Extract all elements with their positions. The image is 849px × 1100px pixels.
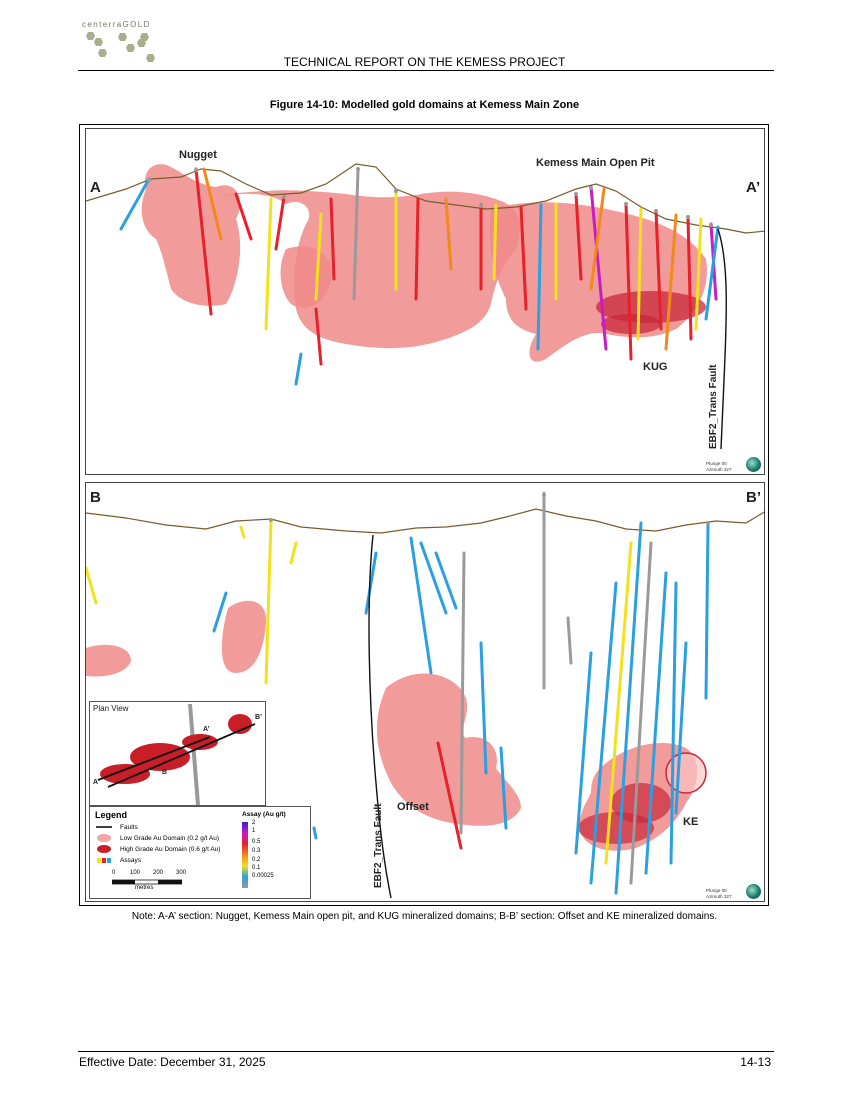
- section-a-graphic: [86, 163, 764, 450]
- plan-view-inset: Plan View A A’ B B’: [89, 701, 266, 806]
- report-header-title: TECHNICAL REPORT ON THE KEMESS PROJECT: [283, 55, 566, 69]
- legend-low-grade: Low Grade Au Domain (0.2 g/t Au): [120, 835, 219, 842]
- assay-value: 1: [252, 828, 256, 834]
- scale-tick: 200: [153, 870, 164, 876]
- scale-tick: 300: [176, 870, 187, 876]
- header-divider: [78, 70, 774, 71]
- scale-tick: 0: [112, 870, 116, 876]
- open-pit-label: Kemess Main Open Pit: [536, 157, 655, 169]
- company-logo-hexagons: [86, 32, 155, 62]
- fault-label-a: EBF2_Trans Fault: [708, 364, 719, 449]
- company-logo-text: centerraGOLD: [82, 20, 151, 29]
- assay-color-ramp: [242, 822, 248, 888]
- footer-divider: [78, 1051, 774, 1052]
- effective-date: Effective Date: December 31, 2025: [79, 1055, 266, 1069]
- plunge-azimuth-b: Plunge 00 Azimuth 327: [706, 888, 732, 899]
- assay-value: 0.2: [252, 857, 261, 863]
- legend-faults: Faults: [120, 824, 138, 831]
- page-number: 14-13: [740, 1055, 771, 1069]
- legend-title: Legend: [95, 810, 128, 820]
- section-b-start-label: B: [90, 489, 101, 506]
- legend-symbols: [96, 826, 112, 863]
- azimuth-b: Azimuth 327: [706, 893, 732, 899]
- plunge-azimuth-a: Plunge 00 Azimuth 327: [706, 461, 732, 472]
- offset-label: Offset: [397, 801, 429, 813]
- section-a-end-label: A’: [746, 179, 761, 196]
- nugget-label: Nugget: [179, 149, 217, 161]
- section-b-graphic: [86, 491, 764, 899]
- plunge-b: Plunge 00: [706, 888, 727, 893]
- figure-frame: [79, 124, 769, 906]
- scale-tick: 100: [130, 870, 141, 876]
- kug-label: KUG: [643, 361, 668, 373]
- legend-assays: Assays: [120, 857, 141, 864]
- assay-value: 0.5: [252, 839, 261, 845]
- assay-value: 0.1: [252, 865, 261, 871]
- assay-value: 0.00025: [252, 873, 274, 879]
- scale-bar: [112, 879, 182, 885]
- plan-view-title: Plan View: [93, 704, 129, 713]
- legend-box: Legend Faults Low Grade Au Domain (0.2 g…: [89, 806, 311, 899]
- ke-label: KE: [683, 816, 699, 828]
- section-b-panel: B B’ Offset KE EBF2_Trans Fault Plunge 0…: [85, 482, 765, 902]
- assay-value: 0.3: [252, 848, 261, 854]
- legend-high-grade: High Grade Au Domain (0.6 g/t Au): [120, 846, 221, 853]
- compass-icon: [746, 457, 761, 472]
- azimuth-a: Azimuth 327: [706, 466, 732, 472]
- plan-label-a-prime: A’: [203, 726, 210, 733]
- section-a-panel: A A’ Nugget Kemess Main Open Pit KUG EBF…: [85, 128, 765, 475]
- section-b-end-label: B’: [746, 489, 761, 506]
- plan-view-map: [97, 703, 256, 805]
- scale-unit: metres: [135, 885, 154, 891]
- figure-note: Note: A-A’ section: Nugget, Kemess Main …: [131, 911, 718, 922]
- plan-label-b-prime: B’: [255, 714, 262, 721]
- plunge-a: Plunge 00: [706, 461, 727, 466]
- figure-title: Figure 14-10: Modelled gold domains at K…: [269, 99, 580, 111]
- compass-icon: [746, 884, 761, 899]
- assay-legend-title: Assay (Au g/t): [242, 811, 286, 818]
- section-a-start-label: A: [90, 179, 101, 196]
- fault-label-b: EBF2_Trans Fault: [373, 803, 384, 888]
- assay-value: 2: [252, 820, 256, 826]
- plan-label-a: A: [93, 779, 99, 786]
- plan-label-b: B: [162, 769, 168, 776]
